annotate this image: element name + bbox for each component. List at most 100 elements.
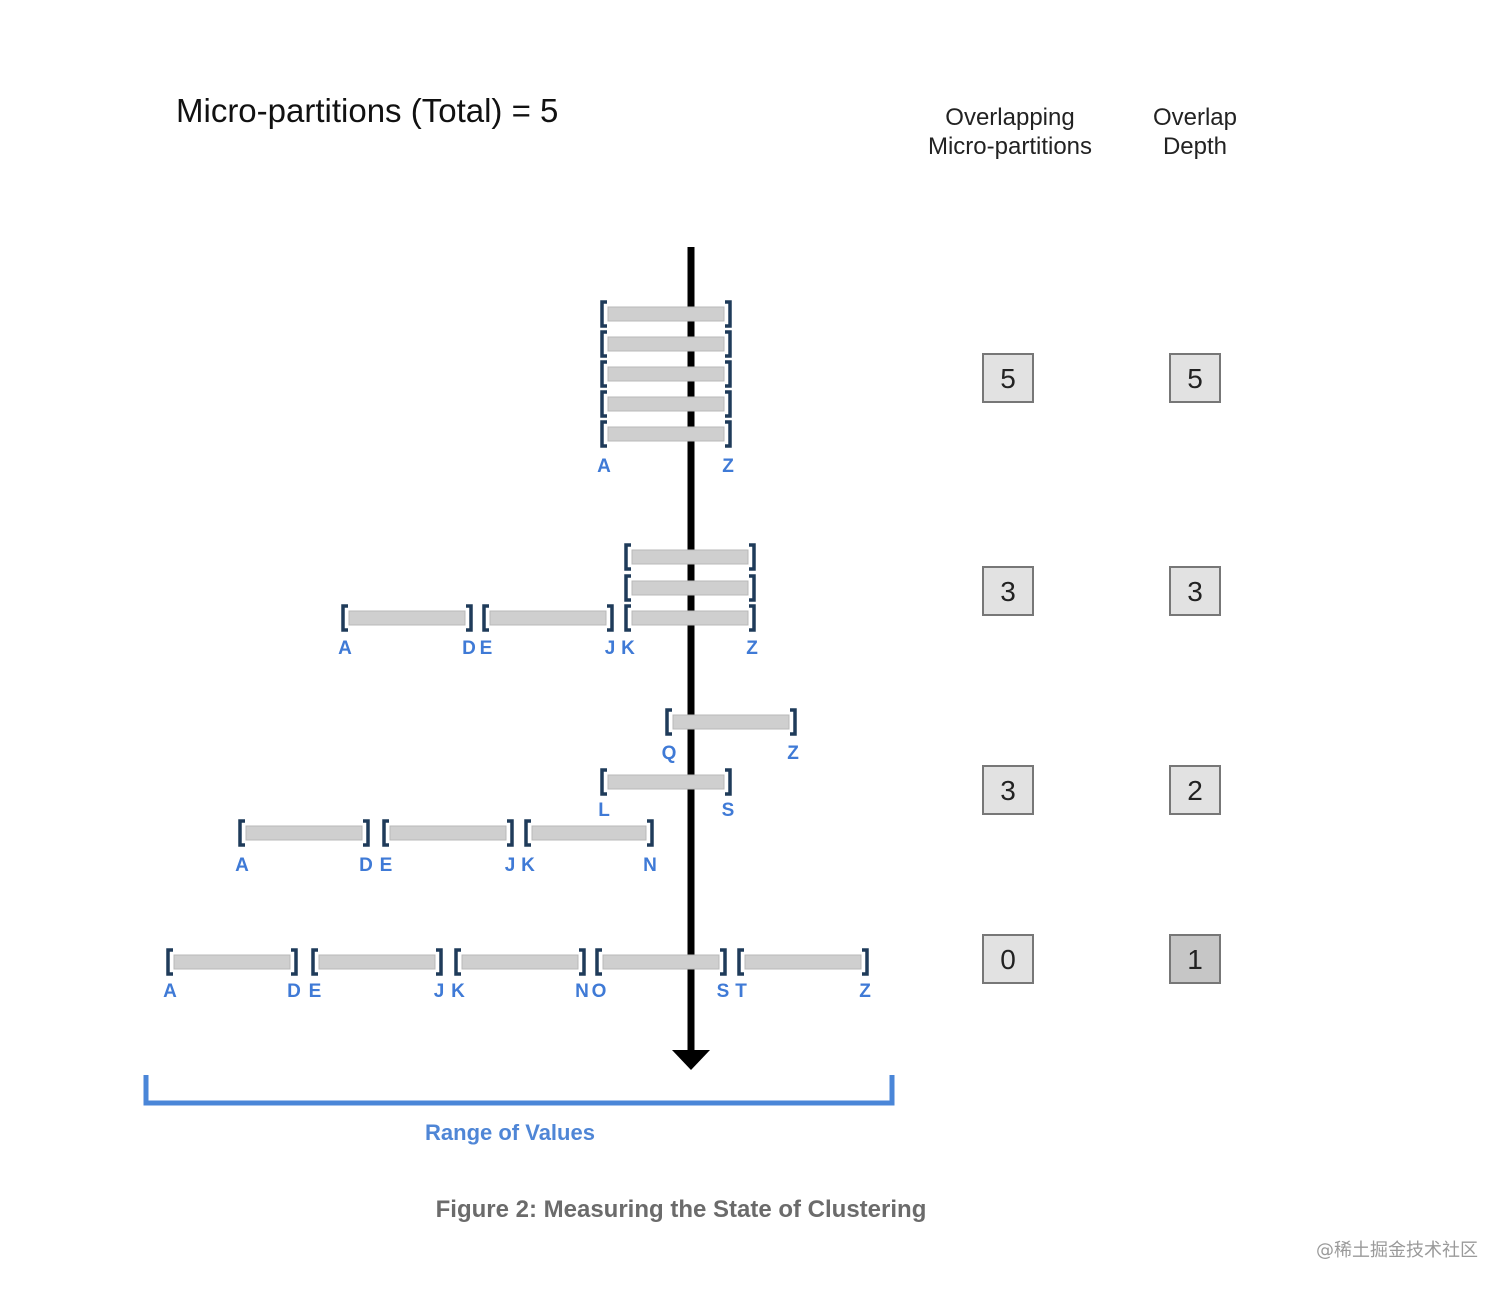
scenario-4-partition-1-right-bracket — [291, 948, 298, 976]
scenario-1-partition-1-bar — [607, 306, 725, 322]
overlap-depth-header: Overlap Depth — [1152, 104, 1238, 160]
scenario-2-partition-2-bar — [631, 580, 749, 596]
scenario-2-overlapping-value: 3 — [1000, 576, 1016, 607]
scenario-2-partition-3-right-bracket — [749, 604, 756, 632]
scenario-3-partition-1-left-bracket — [665, 708, 672, 736]
scenario-4-partition-3-start-label: K — [451, 981, 465, 1002]
scenario-3-partition-4-end-label: J — [505, 855, 516, 876]
scenario-1-overlapping-box — [982, 353, 1034, 403]
scenario-4-partition-5-bar — [744, 954, 862, 970]
scenario-3-partition-5-bar — [531, 825, 647, 841]
scenario-2-partition-4-bar — [348, 610, 466, 626]
scenario-1-depth-box — [1169, 353, 1221, 403]
scenario-2-partition-5-right-bracket — [607, 604, 614, 632]
scenario-4-partition-5-left-bracket — [737, 948, 744, 976]
scenario-2-partition-5-start-label: E — [480, 638, 493, 659]
scenario-4-depth-box — [1169, 934, 1221, 984]
scenario-2-depth-box — [1169, 566, 1221, 616]
scenario-4-partition-4-start-label: O — [592, 981, 607, 1002]
scenario-4-partition-5-end-label: Z — [859, 981, 871, 1002]
scenario-1-partition-5-left-bracket — [600, 420, 607, 448]
scenario-1-partition-5-bar — [607, 426, 725, 442]
scenario-4-depth-value: 1 — [1187, 944, 1203, 975]
scenario-3-partition-4-start-label: E — [380, 855, 393, 876]
scenario-1-partition-1-left-bracket — [600, 300, 607, 328]
scenario-3-depth-value: 2 — [1187, 775, 1203, 806]
scenario-3-partition-1-end-label: Z — [787, 743, 799, 764]
scenario-4-partition-4-left-bracket — [595, 948, 602, 976]
scenario-1-partition-5-right-bracket — [725, 420, 732, 448]
scenario-4-partition-2-bar — [318, 954, 436, 970]
scenario-3-partition-4-right-bracket — [507, 819, 514, 847]
scenario-3-partition-3-bar — [245, 825, 363, 841]
scenario-2-partition-5-left-bracket — [482, 604, 489, 632]
scenario-4-partition-1-bar — [173, 954, 291, 970]
scenario-4-partition-4-bar — [602, 954, 720, 970]
scenario-2-partition-3-left-bracket — [624, 604, 631, 632]
scenario-1-partition-4-left-bracket — [600, 390, 607, 418]
scenario-4-partition-2-start-label: E — [309, 981, 322, 1002]
scenario-2-depth-value: 3 — [1187, 576, 1203, 607]
scenario-1-partition-2-right-bracket — [725, 330, 732, 358]
scenario-4-partition-1-end-label: D — [287, 981, 301, 1002]
scenario-1-partition-5-end-label: Z — [722, 456, 734, 477]
figure-caption: Figure 2: Measuring the State of Cluster… — [435, 1196, 927, 1223]
scenario-1-overlapping-value: 5 — [1000, 363, 1016, 394]
scenario-1-partition-1-right-bracket — [725, 300, 732, 328]
scenario-1-partition-2-bar — [607, 336, 725, 352]
scenario-4-partition-1-left-bracket — [166, 948, 173, 976]
scenario-2-partition-1-bar — [631, 549, 749, 565]
scenario-3-partition-1-bar — [672, 714, 790, 730]
scenario-3-partition-3-left-bracket — [238, 819, 245, 847]
scenario-4-overlapping-value: 0 — [1000, 944, 1016, 975]
scenario-3-partition-5-start-label: K — [521, 855, 535, 876]
scenario-4-partition-4-right-bracket — [720, 948, 727, 976]
scenario-3-partition-5-end-label: N — [643, 855, 657, 876]
scenario-2-partition-2-right-bracket — [749, 574, 756, 602]
scenario-4-partition-2-end-label: J — [434, 981, 445, 1002]
scenario-2-partition-1-left-bracket — [624, 543, 631, 571]
scenario-4-partition-3-right-bracket — [579, 948, 586, 976]
scenario-4-partition-5-right-bracket — [862, 948, 869, 976]
scenario-3-overlapping-value: 3 — [1000, 775, 1016, 806]
scenario-4-partition-4-end-label: S — [717, 981, 730, 1002]
scenario-3-partition-2-bar — [607, 774, 725, 790]
scenario-3-depth-box — [1169, 765, 1221, 815]
scenario-4-partition-3-end-label: N — [575, 981, 589, 1002]
scenario-3-partition-3-end-label: D — [359, 855, 373, 876]
range-of-values-label: Range of Values — [425, 1120, 595, 1145]
scenario-2-partition-3-end-label: Z — [746, 638, 758, 659]
scenario-3-partition-1-start-label: Q — [662, 743, 677, 764]
scenario-4-partition-5-start-label: T — [735, 981, 747, 1002]
scenario-3-partition-2-end-label: S — [722, 800, 735, 821]
scenario-3-partition-2-right-bracket — [725, 768, 732, 796]
scenario-1-partition-5-start-label: A — [597, 456, 611, 477]
scenario-2-partition-3-start-label: K — [621, 638, 635, 659]
scenario-4-partition-2-right-bracket — [436, 948, 443, 976]
scenario-2-partition-5-bar — [489, 610, 607, 626]
scenario-2-partition-1-right-bracket — [749, 543, 756, 571]
scenario-1-partition-3-bar — [607, 366, 725, 382]
scenario-3-partition-2-left-bracket — [600, 768, 607, 796]
scenario-3-overlapping-box — [982, 765, 1034, 815]
scenario-3-partition-4-bar — [389, 825, 507, 841]
scenario-4-partition-2-left-bracket — [311, 948, 318, 976]
scenario-2-partition-5-end-label: J — [605, 638, 616, 659]
scenario-3-partition-3-start-label: A — [235, 855, 249, 876]
scenario-3-partition-4-left-bracket — [382, 819, 389, 847]
diagram-title: Micro-partitions (Total) = 5 — [176, 92, 559, 129]
scenario-3-partition-5-right-bracket — [647, 819, 654, 847]
axis-arrowhead — [672, 1050, 710, 1070]
scenario-1-partition-4-bar — [607, 396, 725, 412]
scenario-3-partition-5-left-bracket — [524, 819, 531, 847]
scenario-3-partition-3-right-bracket — [363, 819, 370, 847]
scenario-1-partition-3-right-bracket — [725, 360, 732, 388]
scenario-4-partition-3-left-bracket — [454, 948, 461, 976]
watermark: @稀土掘金技术社区 — [1316, 1240, 1478, 1261]
scenario-1-depth-value: 5 — [1187, 363, 1203, 394]
scenario-2-partition-4-end-label: D — [462, 638, 476, 659]
scenario-2-partition-4-left-bracket — [341, 604, 348, 632]
scenario-1-partition-4-right-bracket — [725, 390, 732, 418]
scenario-4-partition-1-start-label: A — [163, 981, 177, 1002]
